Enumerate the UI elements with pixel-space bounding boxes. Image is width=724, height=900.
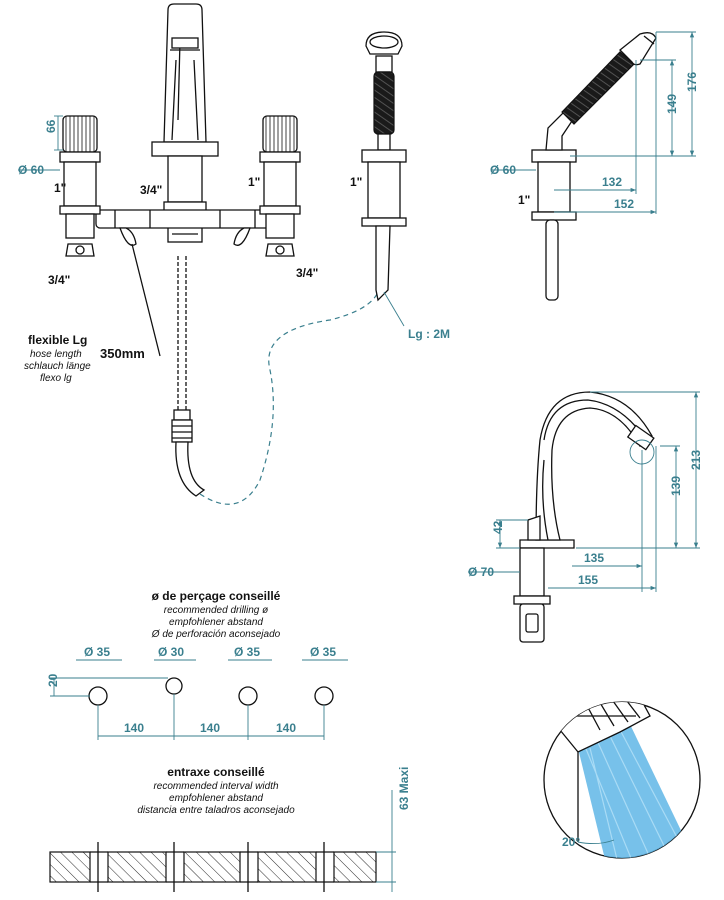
flexible-length: 350mm xyxy=(100,346,145,361)
side-dim-dia-60: Ø 60 xyxy=(490,163,516,177)
drilling-dia-4: Ø 35 xyxy=(310,645,336,659)
drilling-gap-2: 140 xyxy=(200,721,220,735)
drilling-offset: 20 xyxy=(46,673,60,687)
front-dim-66: 66 xyxy=(44,119,58,133)
right-valve xyxy=(259,115,301,257)
flexible-title: flexible Lg xyxy=(28,333,87,347)
interval-line-es: distancia entre taladros aconsejado xyxy=(137,805,295,816)
side-dim-176: 176 xyxy=(685,72,699,92)
spout-dim-42: 42 xyxy=(491,520,505,534)
front-view: 66 Ø 60 1" 3/4" 1" 3/4" 3/4" xyxy=(18,3,379,505)
interval-title: entraxe conseillé xyxy=(167,765,265,779)
spout-dim-dia-70: Ø 70 xyxy=(468,565,494,579)
interval-line-de: empfohlener abstand xyxy=(169,793,263,804)
side-thread: 1" xyxy=(518,193,530,207)
spout-dim-213: 213 xyxy=(689,450,703,470)
handshower-thread: 1" xyxy=(350,175,362,189)
interval-line-en: recommended interval width xyxy=(153,781,278,792)
spout-dim-155: 155 xyxy=(578,573,598,587)
drilling-dia-1: Ø 35 xyxy=(84,645,110,659)
left-valve xyxy=(59,115,101,257)
drilling-title: ø de perçage conseillé xyxy=(152,589,281,603)
drilling-gap-3: 140 xyxy=(276,721,296,735)
flexible-line-en: hose length xyxy=(30,349,82,360)
flexible-label: flexible Lg hose length schlauch länge f… xyxy=(24,243,161,384)
front-thread-right: 1" xyxy=(248,175,260,189)
flexible-hose xyxy=(171,256,379,505)
side-dim-152: 152 xyxy=(614,197,634,211)
interval-max: 63 Maxi xyxy=(397,767,411,810)
spray-detail: 20° xyxy=(543,701,701,859)
drilling-line-es: Ø de perforación aconsejado xyxy=(151,629,281,640)
drilling-section: ø de perçage conseillé recommended drill… xyxy=(46,589,348,740)
side-view: Ø 60 1" 132 152 149 176 xyxy=(490,31,699,301)
spray-angle: 20° xyxy=(562,835,580,849)
front-inlet-right: 3/4" xyxy=(296,266,318,280)
drilling-dia-2: Ø 30 xyxy=(158,645,184,659)
cross-pipe xyxy=(95,209,277,246)
drilling-line-en: recommended drilling ø xyxy=(164,605,269,616)
flexible-line-de: schlauch länge xyxy=(24,361,91,372)
handshower-hose-length: Lg : 2M xyxy=(408,327,450,341)
spout-dim-135: 135 xyxy=(584,551,604,565)
center-spout xyxy=(151,3,219,243)
front-inlet-left: 3/4" xyxy=(48,273,70,287)
flexible-line-es: flexo lg xyxy=(40,373,72,384)
front-dim-dia-60: Ø 60 xyxy=(18,163,44,177)
drilling-line-de: empfohlener abstand xyxy=(169,617,263,628)
side-dim-149: 149 xyxy=(665,94,679,114)
spout-dim-139: 139 xyxy=(669,476,683,496)
interval-section: entraxe conseillé recommended interval w… xyxy=(49,765,411,892)
drilling-gap-1: 140 xyxy=(124,721,144,735)
spout-view: 42 139 213 Ø 70 135 155 xyxy=(468,391,703,643)
hand-shower: 1" Lg : 2M xyxy=(350,31,450,341)
drilling-dia-3: Ø 35 xyxy=(234,645,260,659)
side-dim-132: 132 xyxy=(602,175,622,189)
front-thread-center: 3/4" xyxy=(140,183,162,197)
front-thread-left: 1" xyxy=(54,181,66,195)
